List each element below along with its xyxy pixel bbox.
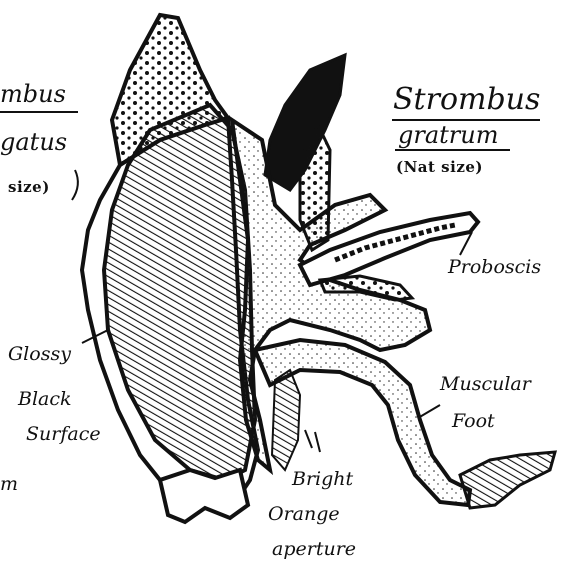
left-title-line2: gatus — [0, 130, 67, 154]
muscular-label-line1: Muscular — [440, 375, 531, 394]
right-title-line2: gratrum — [398, 123, 498, 147]
aperture-shading — [272, 370, 300, 470]
aperture-label-line3: aperture — [272, 540, 356, 559]
aperture-label-line1: Bright — [292, 470, 353, 489]
muscular-label-line2: Foot — [452, 412, 495, 431]
left-size-label: size) — [8, 180, 50, 195]
aperture-label-line2: Orange — [268, 505, 340, 524]
proboscis-label: Proboscis — [448, 258, 541, 277]
muscular-leader — [418, 405, 440, 418]
left-fragment-label: m — [0, 475, 18, 494]
shell-lower-tip — [160, 470, 248, 522]
foot-tip — [460, 452, 555, 508]
left-title-line1: mbus — [0, 82, 66, 106]
glossy-label-line2: Black — [18, 390, 72, 409]
glossy-label-line1: Glossy — [8, 345, 71, 364]
glossy-label-line3: Surface — [26, 425, 101, 444]
right-title-line1: Strombus — [393, 85, 540, 115]
right-size-label: (Nat size) — [396, 160, 483, 175]
